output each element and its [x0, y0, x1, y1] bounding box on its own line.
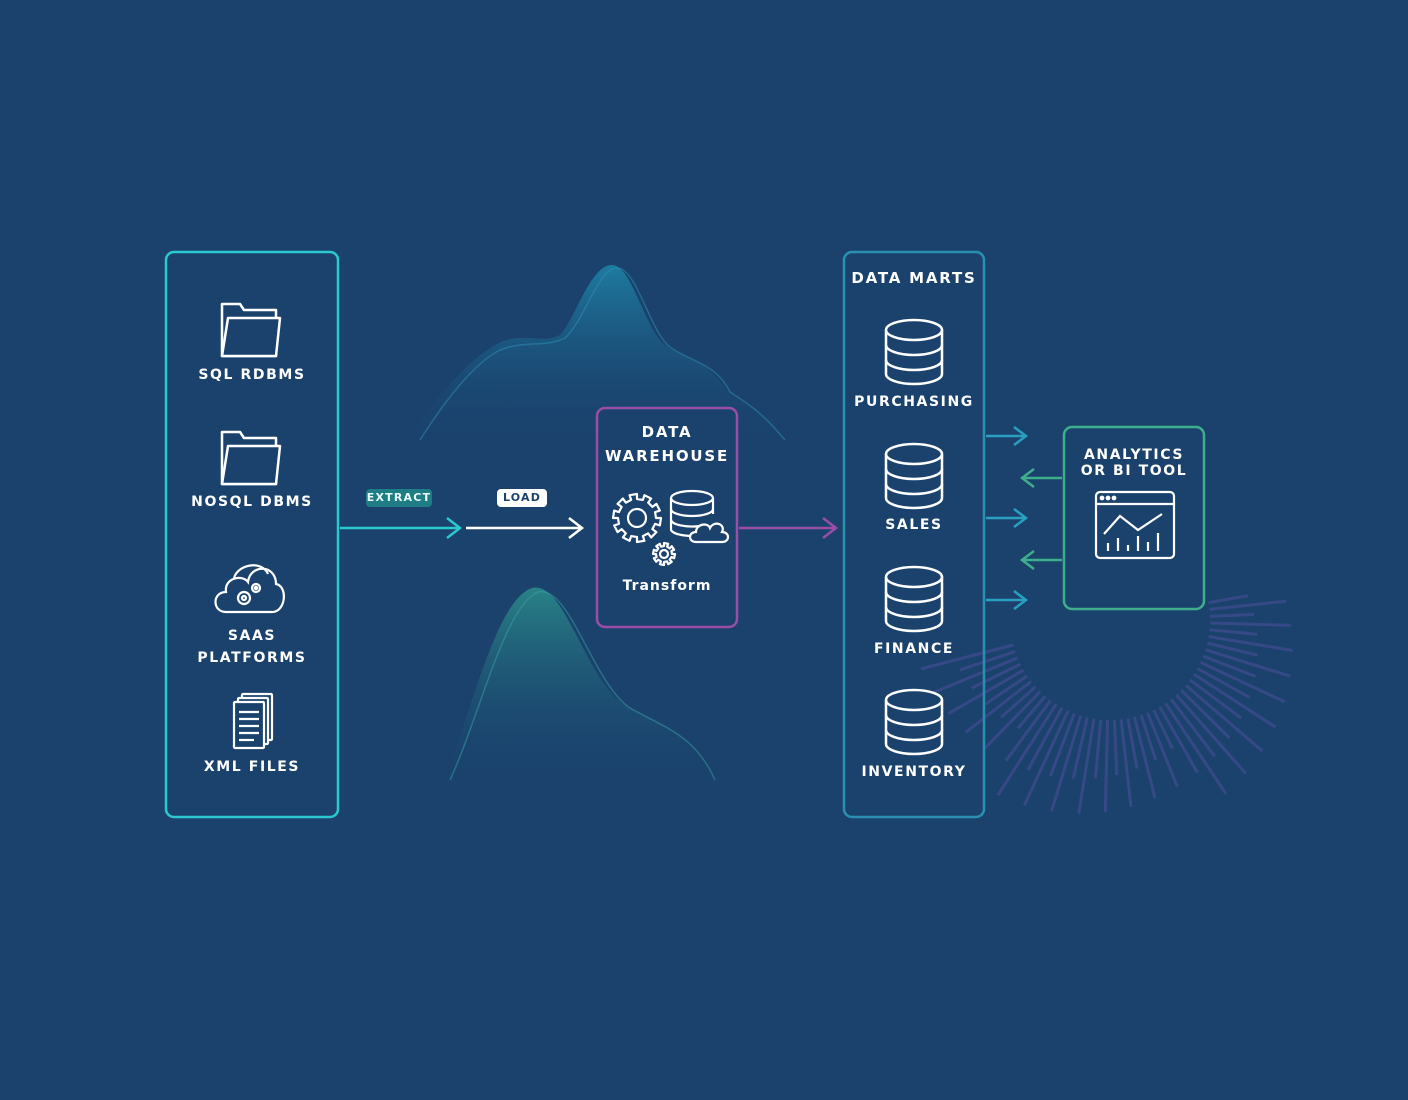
database-cloud-icon: [669, 489, 730, 544]
radial-bar: [1146, 712, 1179, 788]
load-badge: LOAD: [497, 489, 547, 507]
folder-icon: [220, 302, 282, 358]
radial-bar: [1184, 684, 1264, 753]
warehouse-to-marts-arrow-head: [822, 517, 839, 539]
warehouse-panel: [595, 406, 739, 629]
radial-bar: [1048, 712, 1076, 777]
radial-bar: [1126, 718, 1139, 769]
radial-bar: [1208, 635, 1293, 652]
radial-bar: [1158, 706, 1199, 774]
radial-bar: [947, 668, 1025, 716]
analytics-title-line2: OR BI TOOL: [1080, 463, 1188, 479]
radial-bar: [1209, 613, 1254, 618]
radial-bar: [920, 643, 1014, 671]
radial-bar: [1202, 654, 1256, 678]
source-label-xml-files: XML FILES: [203, 759, 301, 775]
data-marts-panel: [842, 250, 986, 819]
mountain-shape-lower: [440, 587, 720, 790]
radial-bar: [1119, 719, 1133, 807]
radial-bar: [1023, 710, 1070, 806]
load-arrow-head: [568, 517, 585, 539]
radial-bar: [1206, 641, 1259, 657]
radial-bar: [996, 703, 1058, 797]
radial-bar: [984, 674, 1028, 706]
radial-bar: [1208, 594, 1249, 605]
database-icon: [884, 565, 944, 633]
radial-bar: [1152, 709, 1174, 750]
radial-bar: [1175, 693, 1247, 775]
data-marts-title: DATA MARTS: [851, 269, 977, 287]
analytics-title-line1: ANALYTICS: [1083, 447, 1185, 463]
cloud-gear-icon: [214, 564, 285, 614]
database-icon: [884, 442, 944, 510]
marts-to-analytics-arrows: [986, 426, 1029, 610]
source-label-nosql-dbms: NOSQL DBMS: [191, 494, 313, 510]
mountain-shape-lower-edge: [449, 591, 716, 781]
transform-label: Transform: [622, 578, 712, 594]
radial-bar: [959, 650, 1016, 672]
mountain-shape-upper-edge: [419, 267, 786, 441]
warehouse-title-line1: DATA: [641, 423, 693, 441]
extract-arrow-head: [446, 517, 463, 539]
mart-label-finance: FINANCE: [873, 641, 955, 657]
radial-bar: [1209, 599, 1287, 611]
radial-bar: [932, 656, 1019, 694]
radial-bar: [1077, 718, 1096, 814]
radial-bar: [1139, 714, 1158, 761]
radial-bar: [1205, 648, 1291, 678]
radial-bar: [1199, 661, 1286, 704]
radial-bar: [1180, 689, 1231, 740]
database-icon: [884, 318, 944, 386]
source-label-saas-line1: SAAS: [227, 628, 277, 644]
radial-bar: [1093, 719, 1103, 779]
radial-bars-decoration: [920, 594, 1293, 814]
folder-icon: [220, 430, 282, 486]
analytics-panel: [1062, 425, 1206, 611]
radial-bar: [1050, 715, 1083, 812]
database-icon: [884, 688, 944, 756]
radial-bar: [1164, 702, 1228, 795]
radial-bar: [971, 662, 1021, 690]
radial-bar: [1196, 667, 1251, 699]
radial-bar: [1209, 628, 1258, 636]
radial-bar: [1189, 678, 1243, 720]
mart-label-inventory: INVENTORY: [861, 764, 967, 780]
radial-bar: [964, 680, 1033, 734]
radial-bar: [1016, 695, 1047, 730]
source-label-sql-rdbms: SQL RDBMS: [198, 367, 306, 383]
warehouse-title-line2: WAREHOUSE: [604, 447, 729, 465]
source-label-saas-line2: PLATFORMS: [197, 650, 307, 666]
radial-bar: [1103, 719, 1110, 812]
radial-bar: [1071, 717, 1089, 780]
dashboard-chart-icon: [1094, 490, 1176, 560]
radial-bar: [1000, 685, 1037, 719]
sources-panel: [164, 250, 340, 819]
radial-bar: [983, 690, 1042, 750]
extract-badge: EXTRACT: [366, 489, 432, 507]
mountain-shape-upper: [400, 265, 790, 450]
radial-bar: [1004, 699, 1052, 762]
document-stack-icon: [232, 692, 274, 750]
radial-bar: [1193, 673, 1277, 729]
radial-bar: [1169, 698, 1217, 758]
radial-bar: [1112, 719, 1119, 775]
radial-bar: [1026, 706, 1064, 771]
radial-bar: [1209, 621, 1291, 627]
analytics-to-marts-arrows: [1019, 468, 1062, 570]
radial-bar: [1133, 716, 1157, 799]
mart-label-sales: SALES: [885, 517, 943, 533]
mart-label-purchasing: PURCHASING: [854, 394, 974, 410]
gears-icon: [611, 492, 677, 567]
